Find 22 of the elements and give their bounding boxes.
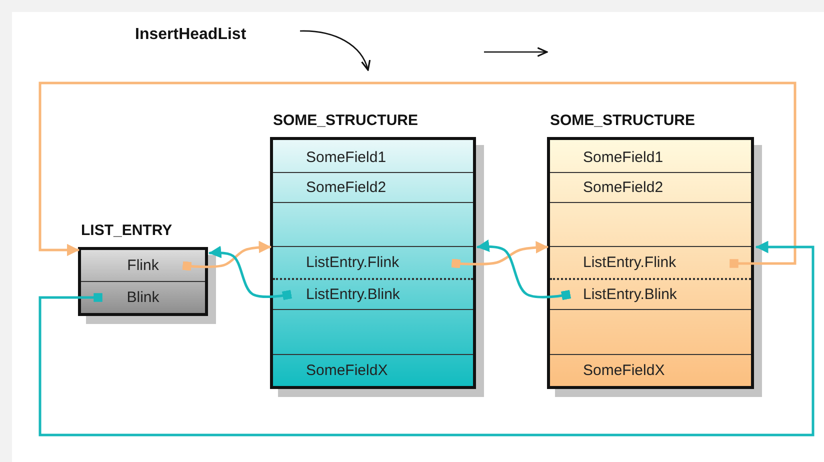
- field-name: SomeField2: [583, 179, 664, 196]
- pointer-arrow: [38, 240, 814, 436]
- field-name: ListEntry.Blink: [306, 286, 400, 303]
- field-name: ListEntry.Blink: [583, 286, 677, 303]
- structure-heading: LIST_ENTRY: [81, 222, 172, 239]
- field-name: SomeFieldX: [583, 362, 665, 379]
- structure-heading: SOME_STRUCTURE: [550, 112, 696, 129]
- pointer-arrow: [208, 246, 292, 300]
- field-name: Flink: [127, 257, 159, 274]
- pointer-arrow: [451, 241, 548, 268]
- field-name: SomeFieldX: [306, 362, 388, 379]
- field-name: Blink: [126, 289, 160, 306]
- field-name: SomeField1: [583, 149, 664, 166]
- field-name: SomeField1: [306, 149, 386, 166]
- field-name: ListEntry.Flink: [583, 254, 676, 271]
- pointer-arrow: [38, 82, 796, 268]
- field-name: ListEntry.Flink: [306, 254, 400, 271]
- function-name: InsertHeadList: [135, 26, 246, 44]
- structure-heading: SOME_STRUCTURE: [273, 112, 418, 129]
- pointer-arrow: [182, 240, 272, 271]
- pointer-arrow: [476, 240, 572, 300]
- field-name: SomeField2: [306, 179, 386, 196]
